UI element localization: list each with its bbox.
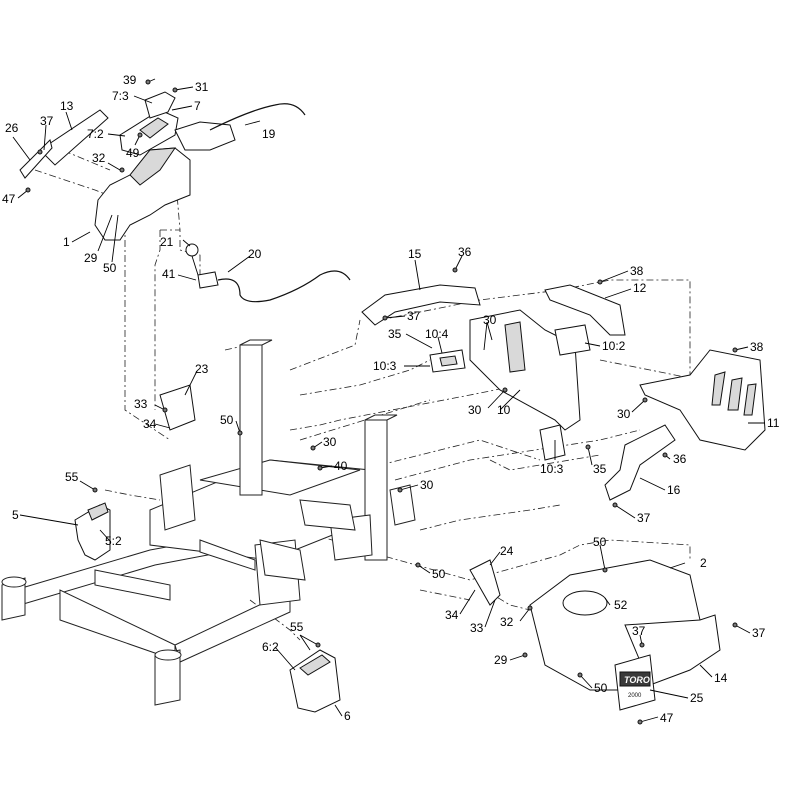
callout-31: 31	[195, 80, 209, 94]
callout-10-4: 10:4	[425, 327, 449, 341]
callout-47b: 47	[660, 711, 674, 725]
callout-33b: 33	[470, 621, 484, 635]
callout-40: 40	[334, 459, 348, 473]
callout-39: 39	[123, 73, 137, 87]
callout-50e: 50	[594, 681, 608, 695]
callout-34: 34	[143, 417, 157, 431]
callout-55: 55	[65, 470, 79, 484]
callout-47: 47	[2, 192, 16, 206]
callout-37e: 37	[752, 626, 766, 640]
callout-50b: 50	[220, 413, 234, 427]
callout-1: 1	[63, 235, 70, 249]
side-cover	[639, 349, 766, 451]
callout-32b: 32	[500, 615, 514, 629]
callout-10-3: 10:3	[373, 359, 397, 373]
leader-lines	[12, 78, 765, 723]
callout-14: 14	[714, 671, 728, 685]
callout-35b: 35	[593, 462, 607, 476]
callout-50c: 50	[593, 535, 607, 549]
hood-assembly: TORO 2000	[529, 559, 721, 711]
callout-7-2: 7:2	[87, 127, 104, 141]
callout-38b: 38	[750, 340, 764, 354]
decal-model: 2000	[628, 693, 642, 699]
callout-5: 5	[12, 508, 19, 522]
callout-21: 21	[160, 235, 174, 249]
callout-25: 25	[690, 691, 704, 705]
callout-50d: 50	[432, 567, 446, 581]
callout-37c: 37	[637, 511, 651, 525]
callout-16: 16	[667, 483, 681, 497]
callout-37d: 37	[632, 624, 646, 638]
callout-32: 32	[92, 151, 106, 165]
callout-20: 20	[248, 247, 262, 261]
callout-36: 36	[458, 245, 472, 259]
callout-41: 41	[162, 267, 176, 281]
callout-2: 2	[700, 556, 707, 570]
callout-19: 19	[262, 127, 276, 141]
callout-7-3: 7:3	[112, 89, 129, 103]
callout-36b: 36	[673, 452, 687, 466]
callout-37b: 37	[407, 309, 421, 323]
callout-23: 23	[195, 362, 209, 376]
callout-52: 52	[614, 598, 628, 612]
callout-10: 10	[497, 403, 511, 417]
callout-38: 38	[630, 264, 644, 278]
callout-30b: 30	[468, 403, 482, 417]
callout-30c: 30	[617, 407, 631, 421]
callout-5-2: 5:2	[105, 534, 122, 548]
decal-brand: TORO	[624, 675, 650, 685]
callout-12: 12	[633, 281, 647, 295]
console-assembly	[19, 91, 306, 241]
callout-13: 13	[60, 99, 74, 113]
callout-29: 29	[84, 251, 98, 265]
hardware-dots	[25, 79, 738, 725]
callout-50: 50	[103, 261, 117, 275]
callout-10-2: 10:2	[602, 339, 626, 353]
callout-30: 30	[483, 313, 497, 327]
callout-30d: 30	[323, 435, 337, 449]
callout-49: 49	[126, 146, 140, 160]
callout-labels: 26 37 13 39 31 7:3 7 7:2 19 49 32 47 1 2…	[2, 73, 780, 725]
callout-10-3b: 10:3	[540, 462, 564, 476]
callout-55b: 55	[290, 620, 304, 634]
callout-24: 24	[500, 544, 514, 558]
callout-7: 7	[194, 99, 201, 113]
callout-15: 15	[408, 247, 422, 261]
callout-33: 33	[134, 397, 148, 411]
callout-29b: 29	[494, 653, 508, 667]
cable-switch	[185, 243, 351, 303]
callout-35: 35	[388, 327, 402, 341]
center-brackets	[361, 284, 626, 461]
side-brackets	[74, 384, 341, 713]
callout-37: 37	[40, 114, 54, 128]
callout-11: 11	[767, 416, 780, 430]
callout-6-2: 6:2	[262, 640, 279, 654]
callout-6: 6	[344, 709, 351, 723]
bracket-16	[604, 424, 676, 501]
decal-logo	[619, 671, 651, 687]
callout-30e: 30	[420, 478, 434, 492]
callout-34b: 34	[445, 608, 459, 622]
callout-26: 26	[5, 121, 19, 135]
bracket-24	[469, 559, 501, 606]
